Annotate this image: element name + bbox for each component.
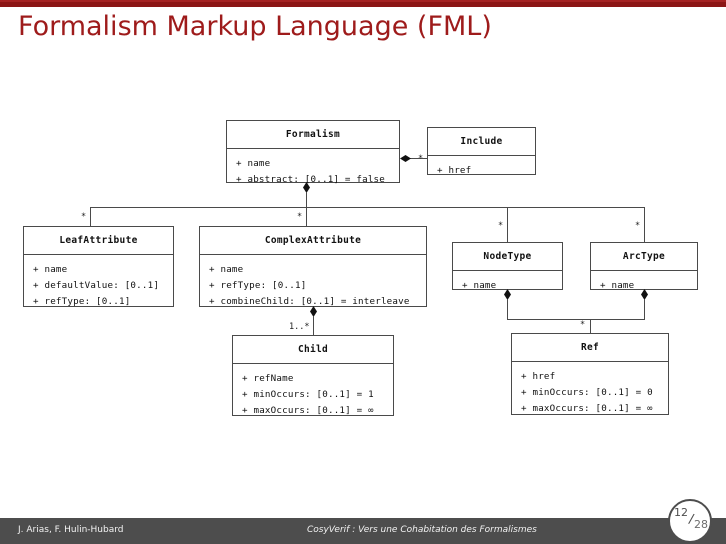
attribute-row: + href	[437, 165, 472, 176]
class-name-child: Child	[233, 336, 393, 364]
class-name-ref: Ref	[512, 334, 668, 362]
class-name-arctype: ArcType	[591, 243, 697, 271]
class-attributes-formalism: + name + abstract: [0..1] = false	[227, 149, 399, 194]
footer-authors: J. Arias, F. Hulin-Hubard	[18, 525, 124, 535]
top-accent-bar-highlight	[0, 0, 726, 2]
class-name-formalism: Formalism	[227, 121, 399, 149]
edge-bus-to-complexattribute	[306, 207, 307, 226]
class-name-leafattribute: LeafAttribute	[24, 227, 173, 255]
page-indicator	[668, 499, 712, 543]
class-box-leafattribute[interactable]: LeafAttribute + name + defaultValue: [0.…	[23, 226, 174, 307]
class-box-complexattribute[interactable]: ComplexAttribute + name + refType: [0..1…	[199, 226, 427, 307]
uml-class-diagram: Formalism + name + abstract: [0..1] = fa…	[23, 120, 698, 416]
attribute-row: + name	[33, 264, 68, 275]
attribute-row: + name	[236, 158, 271, 169]
multiplicity-nodetype: *	[498, 221, 504, 231]
class-attributes-ref: + href + minOccurs: [0..1] = 0 + maxOccu…	[512, 362, 668, 424]
multiplicity-ref: *	[580, 320, 586, 330]
attribute-row: + name	[209, 264, 244, 275]
attribute-row: + name	[600, 280, 635, 291]
edge-formalism-include	[403, 158, 427, 159]
class-box-formalism[interactable]: Formalism + name + abstract: [0..1] = fa…	[226, 120, 400, 184]
composition-diamond-complexattribute-child	[310, 306, 317, 317]
attribute-row: + minOccurs: [0..1] = 0	[521, 387, 653, 399]
page-number-total: 28	[694, 518, 708, 531]
multiplicity-child: 1..*	[289, 322, 310, 332]
attribute-row: + refName	[242, 373, 294, 384]
top-accent-bar	[0, 0, 726, 7]
attribute-row: + combineChild: [0..1] = interleave	[209, 296, 410, 308]
attribute-row: + maxOccurs: [0..1] = ∞	[521, 403, 653, 415]
attribute-row: + refType: [0..1]	[33, 296, 131, 308]
attribute-row: + abstract: [0..1] = false	[236, 174, 386, 186]
attribute-row: + defaultValue: [0..1]	[33, 280, 160, 292]
class-attributes-complexattribute: + name + refType: [0..1] + combineChild:…	[200, 255, 426, 317]
multiplicity-include: *	[418, 154, 424, 164]
attribute-row: + name	[462, 280, 497, 291]
multiplicity-complexattribute: *	[297, 212, 303, 222]
attribute-row: + refType: [0..1]	[209, 280, 307, 292]
class-box-nodetype[interactable]: NodeType + name	[452, 242, 563, 290]
edge-complexattribute-child	[313, 316, 314, 335]
class-box-arctype[interactable]: ArcType + name	[590, 242, 698, 290]
page-title: Formalism Markup Language (FML)	[18, 11, 492, 42]
page-number-current: 12	[674, 506, 688, 519]
class-box-ref[interactable]: Ref + href + minOccurs: [0..1] = 0 + max…	[511, 333, 669, 415]
composition-diamond-nodetype-ref	[504, 289, 511, 300]
edge-ref-stem	[590, 319, 591, 333]
class-box-include[interactable]: Include + href	[427, 127, 536, 175]
multiplicity-leafattribute: *	[81, 212, 87, 222]
edge-bus-to-arctype	[644, 207, 645, 242]
class-name-include: Include	[428, 128, 535, 156]
attribute-row: + minOccurs: [0..1] = 1	[242, 389, 374, 401]
footer-talk-title: CosyVerif : Vers une Cohabitation des Fo…	[307, 525, 537, 535]
class-name-complexattribute: ComplexAttribute	[200, 227, 426, 255]
edge-nodetype-ref-drop	[507, 299, 508, 319]
footer-bar	[0, 518, 726, 544]
edge-bus-to-leafattribute	[90, 207, 91, 226]
composition-diamond-formalism-include	[400, 155, 411, 162]
class-attributes-leafattribute: + name + defaultValue: [0..1] + refType:…	[24, 255, 173, 317]
edge-arctype-ref-drop	[644, 299, 645, 319]
multiplicity-arctype: *	[635, 221, 641, 231]
class-attributes-child: + refName + minOccurs: [0..1] = 1 + maxO…	[233, 364, 393, 426]
composition-diamond-arctype-ref	[641, 289, 648, 300]
edge-ref-bus	[507, 319, 645, 320]
class-attributes-arctype: + name	[591, 271, 697, 300]
class-attributes-include: + href	[428, 156, 535, 185]
class-attributes-nodetype: + name	[453, 271, 562, 300]
edge-formalism-bus-stem	[306, 192, 307, 207]
class-box-child[interactable]: Child + refName + minOccurs: [0..1] = 1 …	[232, 335, 394, 416]
edge-bus-to-nodetype	[507, 207, 508, 242]
attribute-row: + maxOccurs: [0..1] = ∞	[242, 405, 374, 417]
attribute-row: + href	[521, 371, 556, 382]
edge-children-bus	[90, 207, 645, 208]
composition-diamond-formalism-children	[303, 182, 310, 193]
class-name-nodetype: NodeType	[453, 243, 562, 271]
